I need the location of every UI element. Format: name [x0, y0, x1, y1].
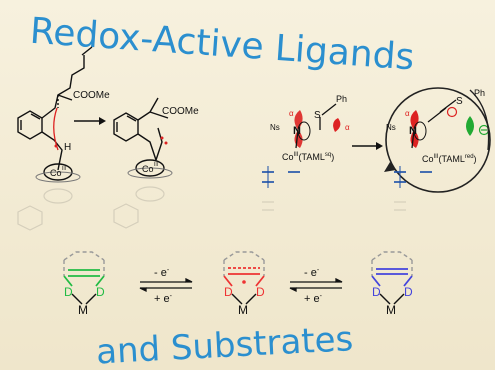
donor-label-2a: D — [224, 285, 233, 299]
right-scheme-product — [384, 87, 491, 193]
reflection-right — [262, 201, 406, 211]
alpha-label-1: α — [289, 109, 294, 118]
donor-label-3a: D — [372, 285, 381, 299]
co-ox-label-1: III — [62, 166, 66, 172]
alpha-label-2: α — [345, 123, 350, 132]
radical-dot-2 — [160, 136, 164, 140]
left-product — [113, 97, 173, 179]
reduction-label-2: + e- — [304, 293, 323, 305]
h-label: H — [64, 142, 71, 153]
title-top: Redox-Active Ligands — [29, 11, 416, 79]
equilibrium-arrows-1 — [139, 277, 193, 293]
metal-label-2: M — [238, 303, 248, 317]
radical-dot-3 — [242, 280, 246, 284]
n-label-2: N — [409, 125, 417, 137]
ns-label-1: Ns — [270, 123, 280, 132]
ester-label-1: COOMe — [73, 90, 110, 101]
donor-label-1a: D — [64, 285, 73, 299]
cobalt-center-2 — [135, 159, 165, 177]
ligand-neutral — [63, 251, 105, 305]
arrow-left-reaction — [74, 117, 106, 125]
reduction-label-1: + e- — [154, 293, 173, 305]
complex-end-label: CoIII(TAMLred) — [422, 154, 477, 164]
metal-label-3: M — [386, 303, 396, 317]
complex-start-label: CoIII(TAMLsq) — [282, 152, 334, 162]
s-label-2: S — [456, 96, 463, 107]
ph-label-2: Ph — [474, 88, 485, 98]
co-label-2: Co — [142, 164, 154, 174]
donor-label-2b: D — [256, 285, 265, 299]
substrate-orbital — [333, 118, 341, 132]
equilibrium-arrows-2 — [289, 277, 343, 293]
energy-levels-start — [262, 166, 300, 188]
title-bottom: and Substrates — [95, 319, 354, 370]
co-label-1: Co — [50, 168, 62, 178]
oxidation-label-2: - e- — [304, 267, 320, 279]
ph-label-1: Ph — [336, 94, 347, 104]
catalytic-cycle-ring — [385, 87, 491, 193]
energy-levels-end — [394, 166, 432, 188]
positive-charge-icon — [446, 106, 458, 118]
ester-label-2: COOMe — [162, 106, 199, 117]
right-scheme-start — [262, 103, 341, 188]
co-ox-label-2: III — [154, 162, 158, 168]
n-label-1: N — [293, 125, 301, 137]
n-orbital-upper — [294, 110, 303, 130]
anion-orbital — [466, 116, 474, 136]
s-label-1: S — [314, 110, 321, 121]
alpha-label-3: α — [405, 109, 410, 118]
donor-label-3b: D — [404, 285, 413, 299]
ligand-radical — [223, 251, 265, 305]
oxidation-label-1: - e- — [154, 267, 170, 279]
ligand-oxidized — [371, 251, 413, 305]
radical-dot-1 — [54, 144, 58, 148]
reflection-left — [17, 186, 165, 231]
left-scheme — [17, 46, 93, 183]
metal-label-1: M — [78, 303, 88, 317]
ns-label-2: Ns — [386, 123, 396, 132]
donor-label-1b: D — [96, 285, 105, 299]
cobalt-center-1 — [43, 163, 73, 181]
arrow-right-reaction — [352, 142, 383, 150]
